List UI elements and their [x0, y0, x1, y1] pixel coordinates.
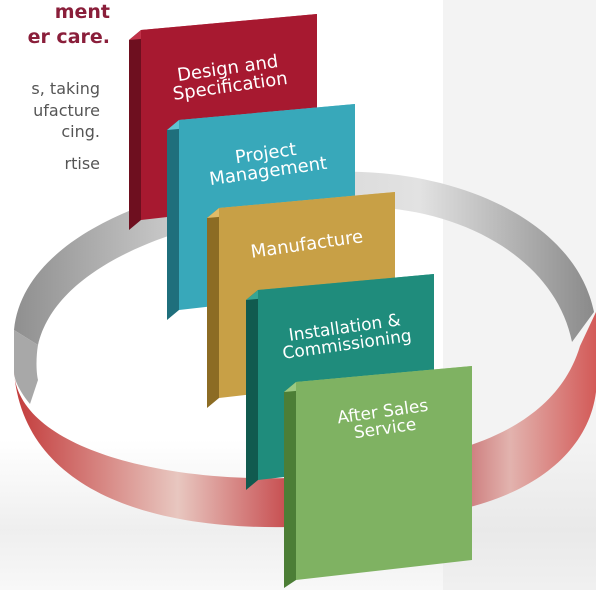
intro-heading-line: ment: [54, 1, 110, 23]
intro-heading-line: er care.: [27, 26, 110, 48]
stage-block-after-sales: [284, 366, 472, 588]
intro-paragraph-line: cing.: [61, 122, 100, 141]
intro-paragraph-line: rtise: [64, 153, 100, 173]
cycle-ring-side: [14, 330, 38, 404]
intro-heading: ment er care.: [28, 0, 110, 50]
intro-paragraph: s, taking ufacture cing. rtise: [31, 78, 100, 174]
intro-paragraph-line: ufacture: [33, 100, 100, 120]
intro-text-block: ment er care. s, taking ufacture cing. r…: [0, 0, 110, 210]
intro-paragraph-line: s, taking: [31, 79, 100, 98]
